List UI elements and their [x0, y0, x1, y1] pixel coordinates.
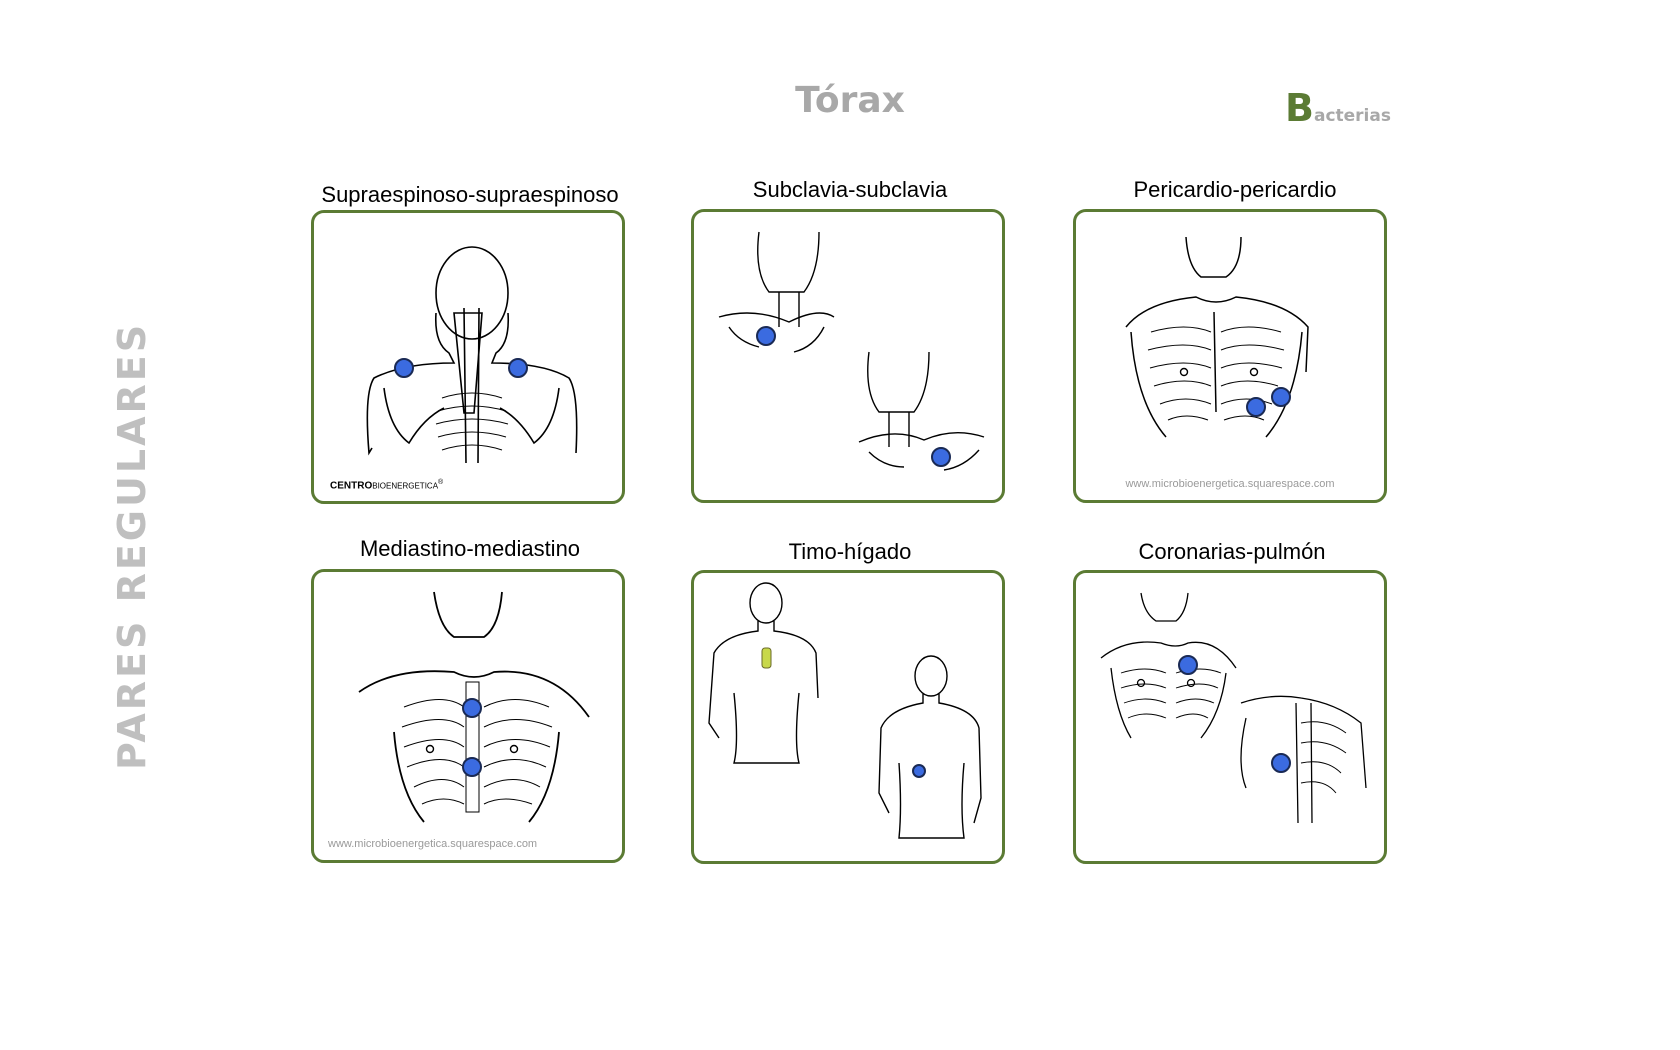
brand-initial: B	[1285, 86, 1314, 130]
card-supraespinoso: CENTROBIOENERGETICA®	[311, 210, 625, 504]
card-caption-brand: CENTROBIOENERGETICA®	[330, 478, 444, 491]
card-caption-url: www.microbioenergetica.squarespace.com	[328, 838, 538, 850]
card-subclavia	[691, 209, 1005, 503]
card-title-timo-higado: Timo-hígado	[788, 539, 912, 564]
ribcage-illustration	[358, 591, 590, 823]
card-caption-url: www.microbioenergetica.squarespace.com	[1125, 478, 1335, 490]
neck-clavicle-illustration	[718, 231, 985, 471]
brand-logo: Bacterias	[1285, 86, 1391, 130]
point-marker-liver	[912, 764, 926, 778]
brand-rest: acterias	[1313, 106, 1391, 126]
point-marker-coronary	[1178, 655, 1198, 675]
point-marker-right	[1271, 387, 1291, 407]
point-marker-upper	[462, 698, 482, 718]
page-title: Tórax	[795, 80, 905, 121]
card-title-supraespinoso: Supraespinoso-supraespinoso	[321, 182, 619, 207]
point-marker-left	[756, 326, 776, 346]
card-title-subclavia: Subclavia-subclavia	[752, 177, 948, 202]
card-mediastino: www.microbioenergetica.squarespace.com	[311, 569, 625, 863]
point-marker-left	[1246, 397, 1266, 417]
back-shoulders-illustration	[366, 246, 578, 464]
card-title-mediastino: Mediastino-mediastino	[359, 536, 581, 561]
human-figures-illustration	[708, 582, 982, 839]
card-title-pericardio: Pericardio-pericardio	[1133, 177, 1337, 202]
point-marker-left	[394, 358, 414, 378]
card-coronarias-pulmon	[1073, 570, 1387, 864]
point-marker-right	[508, 358, 528, 378]
card-pericardio: www.microbioenergetica.squarespace.com	[1073, 209, 1387, 503]
card-title-coronarias: Coronarias-pulmón	[1138, 539, 1326, 564]
ribcage-illustration	[1125, 236, 1309, 438]
card-timo-higado	[691, 570, 1005, 864]
point-marker-lower	[462, 757, 482, 777]
point-marker-lung	[1271, 753, 1291, 773]
chest-and-back-illustration	[1100, 592, 1367, 824]
section-vertical-label: PARES REGULARES	[110, 321, 154, 770]
point-marker-right	[931, 447, 951, 467]
thymus-mark	[761, 647, 772, 669]
